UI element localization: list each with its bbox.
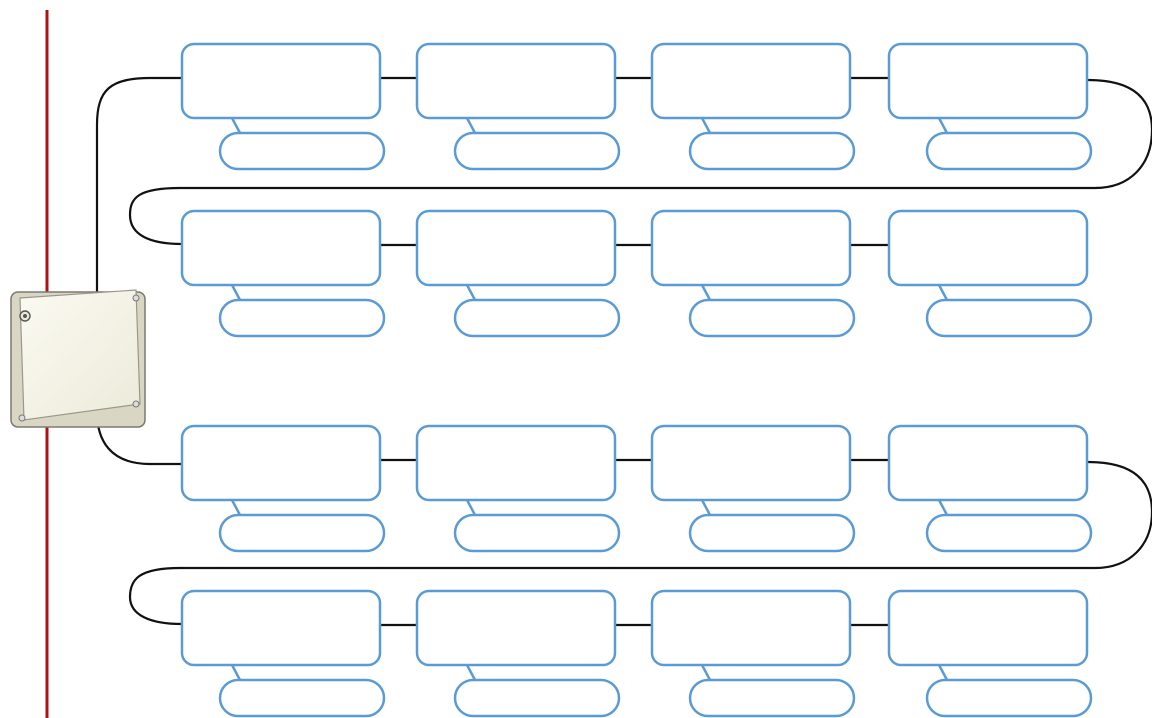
node-label-pill[interactable] [927, 680, 1091, 716]
junction-box-icon [11, 290, 145, 427]
node-box[interactable] [182, 44, 380, 118]
node-box[interactable] [652, 211, 850, 285]
node-card[interactable] [889, 426, 1091, 551]
node-box[interactable] [182, 591, 380, 665]
node-label-pill[interactable] [220, 133, 384, 169]
node-card[interactable] [182, 211, 384, 336]
node-label-pill[interactable] [690, 680, 854, 716]
node-label-pill[interactable] [455, 515, 619, 551]
node-tab [232, 118, 240, 133]
node-tab [467, 285, 475, 300]
node-box[interactable] [417, 211, 615, 285]
node-label-pill[interactable] [927, 300, 1091, 336]
node-card[interactable] [417, 211, 619, 336]
node-box[interactable] [182, 426, 380, 500]
node-tab [702, 665, 710, 680]
node-label-pill[interactable] [220, 300, 384, 336]
node-card[interactable] [182, 591, 384, 716]
node-label-pill[interactable] [690, 515, 854, 551]
node-tab [232, 500, 240, 515]
node-card[interactable] [182, 44, 384, 169]
node-box[interactable] [889, 426, 1087, 500]
node-card[interactable] [889, 211, 1091, 336]
node-box[interactable] [652, 44, 850, 118]
node-tab [467, 665, 475, 680]
node-tab [467, 500, 475, 515]
node-tab [702, 500, 710, 515]
node-box[interactable] [652, 591, 850, 665]
node-tab [232, 665, 240, 680]
node-card[interactable] [889, 44, 1091, 169]
node-box[interactable] [889, 211, 1087, 285]
node-card[interactable] [417, 426, 619, 551]
node-card[interactable] [417, 44, 619, 169]
node-tab [939, 500, 947, 515]
node-tab [939, 285, 947, 300]
node-label-pill[interactable] [455, 680, 619, 716]
node-card[interactable] [652, 426, 854, 551]
node-box[interactable] [417, 591, 615, 665]
node-card[interactable] [652, 44, 854, 169]
node-label-pill[interactable] [455, 133, 619, 169]
node-box[interactable] [417, 426, 615, 500]
node-box[interactable] [417, 44, 615, 118]
node-label-pill[interactable] [220, 515, 384, 551]
node-card[interactable] [182, 426, 384, 551]
node-label-pill[interactable] [690, 133, 854, 169]
node-tab [939, 665, 947, 680]
node-card[interactable] [417, 591, 619, 716]
node-label-pill[interactable] [690, 300, 854, 336]
node-label-pill[interactable] [927, 515, 1091, 551]
node-label-pill[interactable] [220, 680, 384, 716]
node-card[interactable] [652, 591, 854, 716]
node-box[interactable] [889, 591, 1087, 665]
node-tab [702, 285, 710, 300]
node-tab [467, 118, 475, 133]
node-box[interactable] [652, 426, 850, 500]
node-tab [232, 285, 240, 300]
node-label-pill[interactable] [455, 300, 619, 336]
node-card[interactable] [652, 211, 854, 336]
node-box[interactable] [889, 44, 1087, 118]
node-tab [939, 118, 947, 133]
node-grid [182, 44, 1091, 716]
node-card[interactable] [889, 591, 1091, 716]
node-tab [702, 118, 710, 133]
node-label-pill[interactable] [927, 133, 1091, 169]
node-box[interactable] [182, 211, 380, 285]
